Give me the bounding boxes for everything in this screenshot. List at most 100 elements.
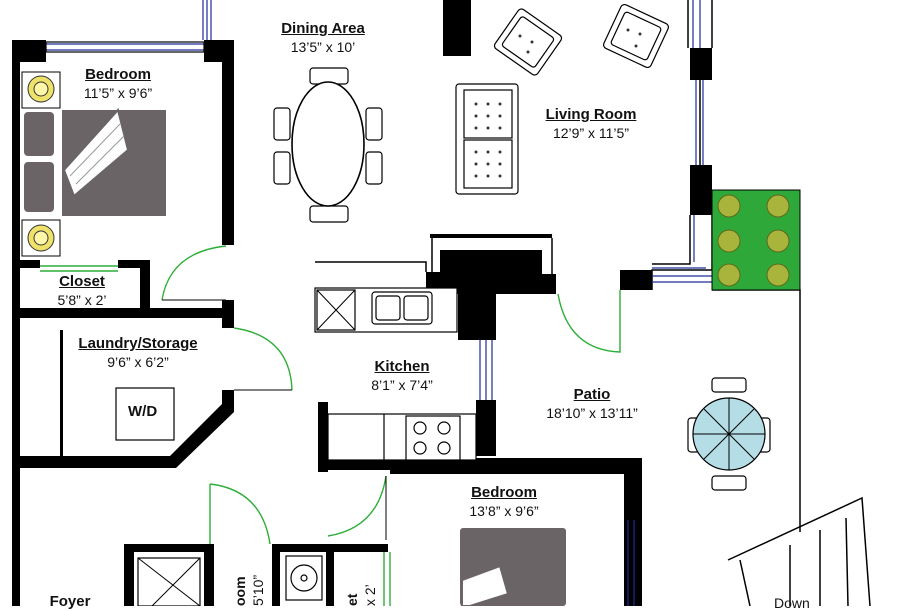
- wall-bath-mid: [326, 544, 334, 606]
- room-dims-patio: 18’10” x 13’11”: [546, 405, 638, 421]
- room-name-laundry: Laundry/Storage: [78, 335, 198, 352]
- washer-dryer-box: [115, 387, 175, 441]
- dining-table: [291, 81, 365, 207]
- chair-right-2: [365, 151, 383, 185]
- chair-right-1: [365, 107, 383, 141]
- room-dims-bedroom1: 11’5” x 9’6”: [83, 85, 153, 101]
- door-patio: [557, 290, 621, 353]
- patio-table-set: [687, 377, 771, 491]
- door-laundry: [233, 327, 293, 391]
- headboard-seg-1: [24, 112, 54, 156]
- burner-4: [437, 441, 451, 455]
- cushion-pattern: [474, 28, 642, 178]
- sink-left: [375, 295, 401, 321]
- closet2-dims-vertical: x 2’: [362, 584, 378, 606]
- wall-closet-bottom: [12, 308, 234, 318]
- window-living-right: [695, 80, 704, 165]
- shrubs: [717, 194, 790, 287]
- wall-kitchen-core: [426, 250, 556, 340]
- living-bay-outline: [652, 215, 691, 265]
- sink-right: [403, 295, 429, 321]
- wall-bedroom1-left: [12, 40, 20, 265]
- chair-left-2: [273, 151, 291, 185]
- wall-bath-top: [124, 544, 214, 552]
- room-dims-laundry: 9’6” x 6’2”: [107, 354, 169, 370]
- doors: [40, 245, 621, 606]
- chair-bottom: [309, 205, 349, 223]
- wall-closet-top-left: [12, 260, 40, 268]
- stairs-outline: [727, 496, 871, 606]
- door-bedroom2: [327, 475, 387, 537]
- bed-bedroom2: [460, 528, 566, 606]
- window-top-left: [202, 0, 212, 40]
- kitchen-upper-outline: [431, 238, 553, 274]
- room-name-bedroom2: Bedroom: [471, 484, 537, 501]
- closet2-label-vertical: et: [344, 594, 360, 606]
- wall-laundry-right: [222, 300, 234, 328]
- patio-chair-top: [711, 377, 747, 393]
- wall-bedroom2-right-lower: [624, 514, 642, 606]
- sofa: [455, 83, 519, 195]
- room-name-living: Living Room: [545, 106, 637, 123]
- bath-dims-partial: 5’10”: [250, 574, 266, 606]
- chair-left-1: [273, 107, 291, 141]
- lamps: [27, 75, 55, 252]
- room-label-dining: Dining Area 13’5” x 10’: [258, 20, 388, 56]
- wall-kitchen-counter-top: [430, 234, 552, 238]
- windows: [45, 0, 712, 606]
- door-bath: [209, 483, 271, 545]
- wall-kitchen-left: [318, 402, 328, 472]
- room-label-foyer: Foyer: [30, 593, 110, 611]
- room-dims-bedroom2: 13’8” x 9’6”: [469, 503, 539, 519]
- wall-laundry-diagonal: [12, 390, 234, 468]
- door-closet2: [383, 552, 391, 606]
- bath-fixtures: [137, 555, 323, 606]
- patio-chair-bottom: [711, 475, 747, 491]
- headboard-seg-2: [24, 162, 54, 212]
- stove: [405, 415, 461, 461]
- wall-closet-top-right: [118, 260, 150, 268]
- dining-set: [273, 67, 383, 223]
- walls: [12, 0, 712, 606]
- room-dims-kitchen: 8’1” x 7’4”: [371, 377, 433, 393]
- room-dims-dining: 13’5” x 10’: [290, 39, 356, 55]
- kitchen-fixtures: [314, 287, 477, 461]
- room-name-foyer: Foyer: [49, 593, 91, 610]
- bath-label-vertical: oom: [232, 576, 248, 606]
- wall-kitchen-right: [476, 400, 496, 456]
- room-dims-living: 12’9” x 11’5”: [552, 125, 629, 141]
- room-label-closet: Closet 5’8” x 2’: [30, 273, 134, 309]
- wall-bedroom1-right: [222, 40, 234, 245]
- bed-sheet-lines: [69, 123, 125, 185]
- wall-closet2-left: [272, 544, 280, 606]
- wall-bath-left: [124, 544, 134, 606]
- room-name-kitchen: Kitchen: [374, 358, 430, 375]
- wall-left-long: [12, 260, 20, 460]
- bath-name-partial: oom: [232, 576, 248, 606]
- kitchen-back-outline: [315, 261, 427, 272]
- window-bedroom1-top-frame: [45, 41, 205, 53]
- wall-bath-right: [204, 544, 214, 606]
- living-right-wall-outline: [687, 0, 713, 165]
- room-label-living: Living Room 12’9” x 11’5”: [526, 106, 656, 142]
- wall-living-corner: [620, 270, 652, 290]
- window-living-top: [692, 0, 701, 48]
- wall-living-right-top: [690, 48, 712, 80]
- bed-sheet-fold: [62, 107, 130, 198]
- stairs-down-label: Down: [774, 595, 810, 611]
- room-name-bedroom1: Bedroom: [85, 66, 151, 83]
- planter: [711, 189, 801, 291]
- burner-2: [437, 421, 451, 435]
- room-label-laundry: Laundry/Storage 9’6” x 6’2”: [66, 335, 210, 371]
- armchair-2: [603, 3, 669, 69]
- room-label-bedroom2: Bedroom 13’8” x 9’6”: [440, 484, 568, 520]
- door-bedroom1: [161, 245, 227, 301]
- living-furniture: [455, 3, 669, 195]
- room-label-kitchen: Kitchen 8’1” x 7’4”: [352, 358, 452, 394]
- room-name-patio: Patio: [573, 386, 611, 403]
- wall-laundry-inner-divider: [60, 330, 63, 456]
- column-dining: [443, 0, 471, 56]
- washer-dryer-label: W/D: [128, 403, 158, 420]
- wall-living-right-mid: [690, 165, 712, 215]
